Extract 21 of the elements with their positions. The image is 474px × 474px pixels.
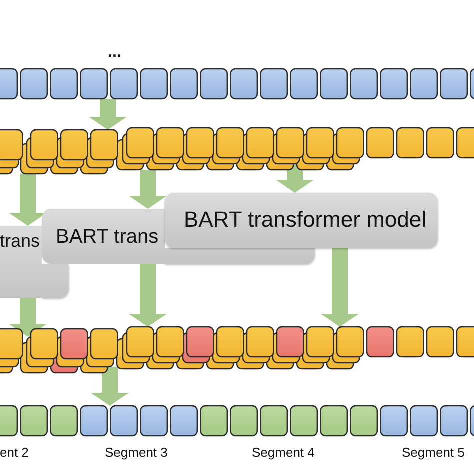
model-card: [165, 193, 438, 248]
token-row-drawing: [0, 127, 474, 175]
model-card: [42, 209, 165, 264]
block-arrow: [129, 264, 167, 327]
ellipsis: ...: [108, 44, 122, 62]
segment-label: Segment 5: [402, 445, 465, 460]
block-arrow: [276, 164, 314, 193]
segment-label: Segment 3: [105, 445, 168, 460]
block-arrow: [91, 367, 129, 406]
block-arrow: [129, 170, 167, 209]
model-label: BART transformer model: [184, 207, 426, 233]
block-arrow: [321, 248, 359, 327]
token-row-drawing: [0, 405, 474, 437]
model-label: BART trans: [56, 226, 159, 249]
block-arrow: [9, 298, 47, 337]
model-label: trans: [0, 231, 40, 252]
segment-label: ent 2: [0, 445, 29, 460]
token-row-drawing: [0, 326, 474, 374]
token-row-drawing: [0, 68, 474, 100]
segment-label: Segment 4: [252, 445, 315, 460]
block-arrow: [89, 99, 127, 130]
